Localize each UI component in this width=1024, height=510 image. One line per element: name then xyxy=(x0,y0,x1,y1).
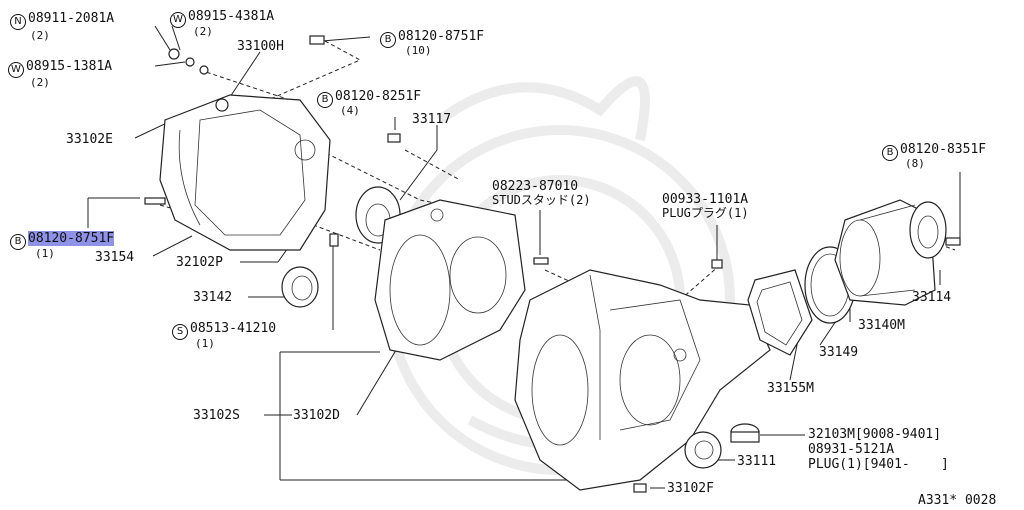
part-label-33155m[interactable]: 33155M xyxy=(767,381,814,396)
bolt-badge-icon: B xyxy=(10,234,26,250)
quantity: (2) xyxy=(30,76,50,89)
highlighted-part-number: 08120-8751F xyxy=(28,231,115,246)
case-33102d xyxy=(374,199,526,361)
part-label-33111[interactable]: 33111 xyxy=(737,454,777,469)
part-label-33154[interactable]: 33154 xyxy=(95,250,135,265)
part-label-08223-87010[interactable]: 08223-87010 xyxy=(492,179,579,194)
quantity: (2) xyxy=(30,29,50,42)
screw-badge-icon: S xyxy=(172,324,188,340)
quantity: (10) xyxy=(405,44,432,57)
part-label-33142[interactable]: 33142 xyxy=(193,290,233,305)
part-label-33140m[interactable]: 33140M xyxy=(858,318,905,333)
main-case-33102s xyxy=(514,259,771,491)
part-label-33102d[interactable]: 33102D xyxy=(293,408,340,423)
part-number: 08120-8351F xyxy=(900,142,987,157)
nuts-washers xyxy=(144,35,401,205)
washer-badge-icon: W xyxy=(170,12,186,28)
part-label-33102e[interactable]: 33102E xyxy=(66,132,113,147)
part-label-33102f[interactable]: 33102F xyxy=(667,481,714,496)
nut-badge-icon: N xyxy=(10,14,26,30)
quantity: (1) xyxy=(195,337,215,350)
part-number: 08915-4381A xyxy=(188,9,275,24)
quantity: (2) xyxy=(193,25,213,38)
seal-33114 xyxy=(909,201,961,259)
part-label-08931-5121a[interactable]: 08931-5121A xyxy=(808,442,895,457)
plug-32103m xyxy=(633,423,760,493)
part-label-33114[interactable]: 33114 xyxy=(912,290,952,305)
quantity: (1) xyxy=(35,247,55,260)
part-number: 08120-8751F xyxy=(398,29,485,44)
quantity: (8) xyxy=(905,157,925,170)
stud-description: STUDスタッド(2) xyxy=(492,193,591,207)
part-number: 08513-41210 xyxy=(190,321,277,336)
bolt-badge-icon: B xyxy=(317,92,333,108)
part-number: 08120-8251F xyxy=(335,89,422,104)
plug-range-text: PLUG(1)[9401- ] xyxy=(808,457,949,472)
gasket-33155m xyxy=(747,269,813,356)
front-cover-33102e xyxy=(159,94,331,251)
diagram-reference: A331* 0028 xyxy=(918,493,997,508)
washer-badge-icon: W xyxy=(8,62,24,78)
part-number: 08915-1381A xyxy=(26,59,113,74)
plug-description: PLUGプラグ(1) xyxy=(662,206,749,220)
part-label-00933-1101a[interactable]: 00933-1101A xyxy=(662,192,749,207)
bolt-badge-icon: B xyxy=(380,32,396,48)
part-label-32103m[interactable]: 32103M[9008-9401] xyxy=(808,427,942,442)
stud-bolts xyxy=(329,233,549,265)
part-label-33149[interactable]: 33149 xyxy=(819,345,859,360)
bolt-badge-icon: B xyxy=(882,145,898,161)
part-label-33117[interactable]: 33117 xyxy=(412,112,452,127)
oil-seal-33142 xyxy=(281,266,319,308)
part-number: 08911-2081A xyxy=(28,11,115,26)
part-label-32102p[interactable]: 32102P xyxy=(176,255,223,270)
part-label-33100h[interactable]: 33100H xyxy=(237,39,284,54)
quantity: (4) xyxy=(340,104,360,117)
seal-33111 xyxy=(684,431,722,469)
part-label-33102s[interactable]: 33102S xyxy=(193,408,240,423)
